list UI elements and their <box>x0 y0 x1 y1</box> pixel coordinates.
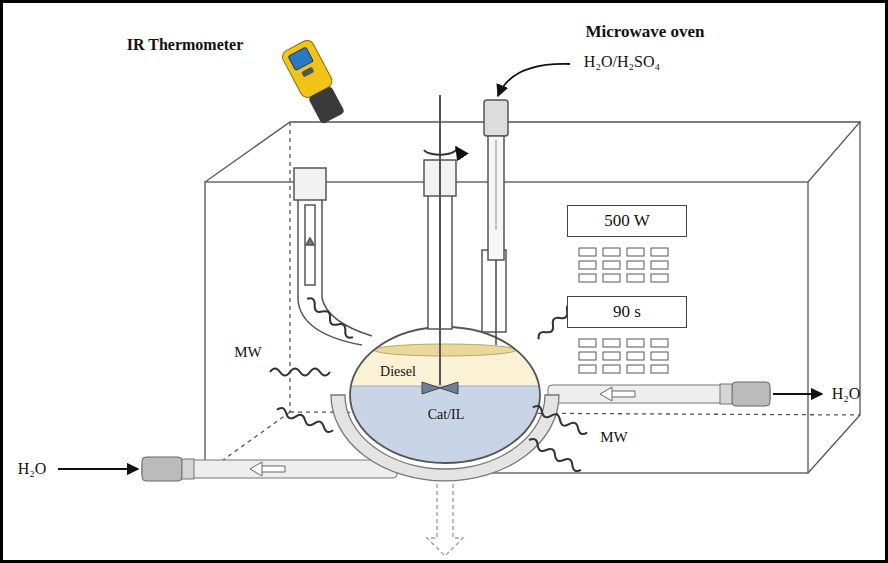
tube-fitting <box>142 457 182 481</box>
keypad <box>578 338 674 377</box>
gun-screen <box>288 47 313 71</box>
wave-label: MW <box>600 429 628 446</box>
gun-button <box>301 67 314 78</box>
phase-label: Diesel <box>380 364 416 379</box>
oven-box <box>205 122 860 473</box>
neck-wall <box>482 250 506 332</box>
display-text: 90 s <box>613 302 641 322</box>
tube-fitting <box>732 382 770 406</box>
flask-body <box>350 327 540 463</box>
liquid-surface <box>374 344 516 356</box>
keypad <box>578 247 674 286</box>
stirrer-rod <box>439 95 441 385</box>
wave <box>527 437 582 473</box>
probe-tube <box>305 205 315 285</box>
wave-label: MW <box>234 344 262 361</box>
ir-thermometer-icon <box>280 38 349 126</box>
syringe-plunger <box>496 140 497 230</box>
catalyst-layer <box>348 386 543 471</box>
oven-front <box>205 182 808 473</box>
microwave-waves <box>270 294 589 473</box>
rotation-arrow <box>424 147 456 155</box>
flow-arrow <box>773 393 822 395</box>
figure-heading: Microwave oven <box>585 23 704 42</box>
reagent-label: H₂O/H₂SO₄ <box>584 53 660 71</box>
flow-arrow <box>58 468 138 470</box>
right-neck <box>482 100 508 345</box>
feed-arrow <box>498 64 570 96</box>
flow-label: H₂O <box>832 385 861 403</box>
cooling-tube-left <box>142 457 397 481</box>
left-neck <box>294 168 372 345</box>
display-box: 90 s <box>567 296 687 328</box>
wave <box>305 296 355 340</box>
syringe-needle <box>495 260 497 345</box>
probe-mark <box>306 238 314 245</box>
oven-side <box>808 122 860 473</box>
flow-valve <box>250 462 285 476</box>
flow-valve <box>600 387 635 401</box>
stirrer-blade <box>422 382 458 394</box>
tube-fitting <box>720 384 732 404</box>
syringe-barrel <box>488 136 504 260</box>
wave <box>270 369 330 376</box>
display-box: 500 W <box>567 205 687 237</box>
flow-label: H₂O <box>18 460 47 478</box>
gun-handle <box>308 86 345 125</box>
flask-contents <box>348 350 543 471</box>
tube-fitting <box>182 459 194 479</box>
outlet-arrow <box>427 484 463 556</box>
wave <box>531 404 588 436</box>
device-label: IR Thermometer <box>127 36 244 54</box>
oven-hidden-edges <box>205 122 860 473</box>
neck-wall <box>298 200 362 345</box>
display-text: 500 W <box>604 211 650 231</box>
centre-neck <box>422 95 458 394</box>
cooling-tube-right <box>548 382 770 406</box>
syringe-fitting <box>484 100 508 136</box>
wave <box>276 406 335 433</box>
neck-fitting <box>294 168 326 200</box>
phase-label: Cat/IL <box>428 407 465 422</box>
